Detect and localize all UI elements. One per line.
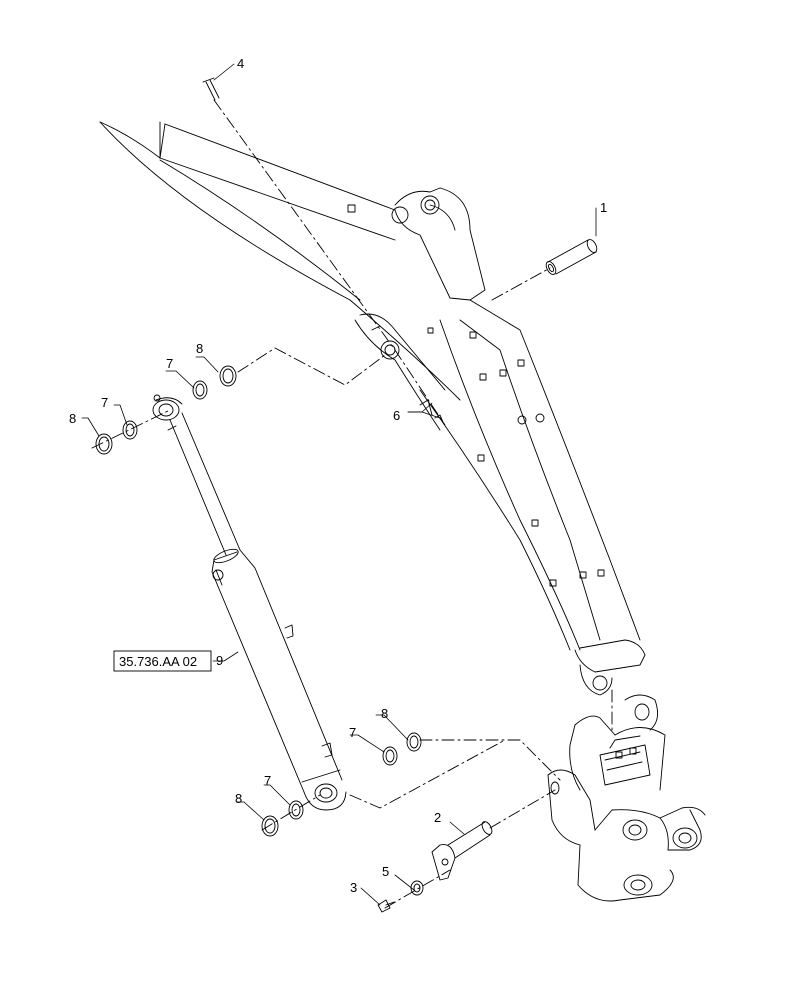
callout-4: 4 bbox=[237, 56, 244, 71]
hydraulic-cylinder-part-9 bbox=[152, 394, 347, 811]
reference-box[interactable]: 35.736.AA 02 bbox=[113, 650, 212, 672]
callout-7-lower-right: 7 bbox=[349, 725, 356, 740]
washers-lower bbox=[261, 732, 422, 837]
callout-5: 5 bbox=[382, 864, 389, 879]
boom-arm bbox=[99, 121, 646, 696]
callout-leaders bbox=[81, 63, 597, 906]
bolt-part-3 bbox=[377, 899, 395, 913]
washer-part-5 bbox=[410, 880, 424, 896]
alignment-lines bbox=[91, 99, 613, 909]
callout-3: 3 bbox=[350, 880, 357, 895]
pin-part-2 bbox=[431, 821, 493, 881]
callout-8-lower-right: 8 bbox=[381, 706, 388, 721]
callout-labels: 1 4 6 8 7 7 8 9 8 7 7 8 2 5 3 bbox=[69, 56, 607, 895]
callout-7-lower-left: 7 bbox=[264, 773, 271, 788]
reference-label: 35.736.AA 02 bbox=[119, 654, 197, 669]
washers-upper bbox=[95, 365, 237, 455]
callout-8-upper-right: 8 bbox=[196, 341, 203, 356]
callout-6: 6 bbox=[393, 408, 400, 423]
callout-2: 2 bbox=[434, 810, 441, 825]
boom-bolt-holes bbox=[427, 327, 605, 587]
callout-8-lower-left: 8 bbox=[235, 791, 242, 806]
swing-bracket bbox=[547, 694, 706, 902]
pin-part-1 bbox=[545, 239, 598, 275]
callout-9: 9 bbox=[216, 653, 223, 668]
callout-8-upper-left: 8 bbox=[69, 411, 76, 426]
callout-1: 1 bbox=[600, 200, 607, 215]
bolt-part-4 bbox=[202, 77, 220, 101]
callout-7-upper-right: 7 bbox=[166, 356, 173, 371]
callout-7-upper-left: 7 bbox=[101, 395, 108, 410]
